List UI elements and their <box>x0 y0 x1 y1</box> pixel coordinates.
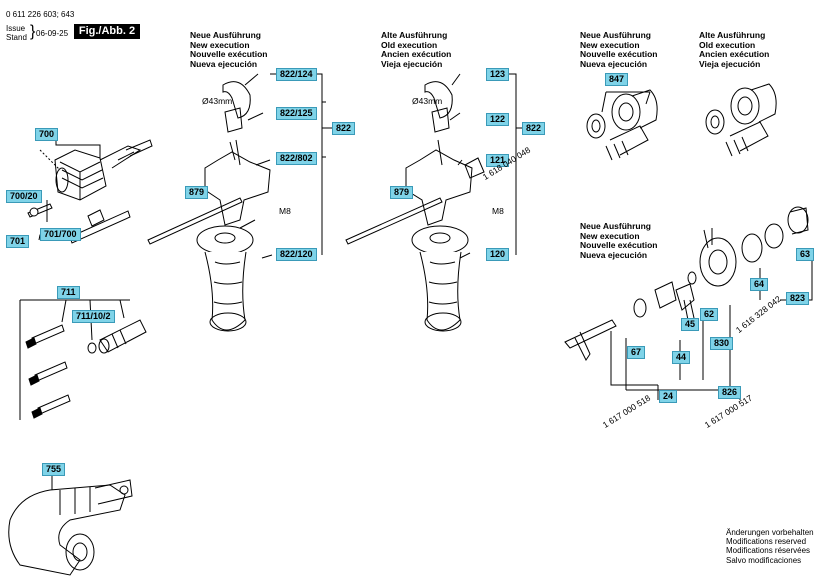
part-label-822-a: 822 <box>332 122 356 135</box>
diameter-label-a: Ø43mm <box>202 96 233 106</box>
part-label-24: 24 <box>659 390 678 403</box>
side-handle-new-drawing <box>147 81 271 332</box>
gear-assembly-drawing <box>564 206 809 361</box>
part-label-830: 830 <box>710 337 734 350</box>
part-label-755: 755 <box>42 463 66 476</box>
part-label-879-b: 879 <box>390 186 414 199</box>
issue-date: 06-09-25 <box>36 29 69 38</box>
drill-chuck-drawing <box>27 139 153 244</box>
part-label-711: 711 <box>57 286 80 299</box>
screwdriver-bits-drawing <box>25 319 147 419</box>
stand-label: Stand <box>6 33 27 42</box>
part-label-847: 847 <box>605 73 629 86</box>
thread-label-m8-a: M8 <box>279 206 291 216</box>
part-label-64: 64 <box>750 278 769 291</box>
thread-label-m8-b: M8 <box>492 206 504 216</box>
part-label-822-120: 822/120 <box>276 248 317 261</box>
part-label-822-124: 822/124 <box>276 68 317 81</box>
part-label-45: 45 <box>681 318 700 331</box>
issue-label: Issue <box>6 24 26 33</box>
brace: } <box>30 23 36 40</box>
part-label-700: 700 <box>35 128 59 141</box>
part-label-822-802: 822/802 <box>276 152 317 165</box>
part-label-67: 67 <box>627 346 646 359</box>
part-label-701-700: 701/700 <box>40 228 81 241</box>
doc-number: 0 611 226 603; 643 <box>6 10 75 19</box>
part-label-822-125: 822/125 <box>276 107 317 120</box>
part-label-826: 826 <box>718 386 742 399</box>
side-handle-old-drawing <box>345 81 485 332</box>
diameter-label-b: Ø43mm <box>412 96 443 106</box>
part-label-711-10-2: 711/10/2 <box>72 310 115 323</box>
part-label-701: 701 <box>6 235 30 248</box>
part-label-63: 63 <box>796 248 815 261</box>
part-label-121: 121 <box>486 154 510 167</box>
angle-attachment-drawing <box>8 479 133 576</box>
part-label-62: 62 <box>700 308 719 321</box>
adapter-new-drawing <box>586 89 658 161</box>
figure-badge: Fig./Abb. 2 <box>74 24 140 39</box>
part-label-822-b: 822 <box>522 122 546 135</box>
part-label-120: 120 <box>486 248 510 261</box>
part-label-122: 122 <box>486 113 510 126</box>
part-label-700-20: 700/20 <box>6 190 42 203</box>
part-label-123: 123 <box>486 68 510 81</box>
part-label-879-a: 879 <box>185 186 209 199</box>
adapter-old-drawing <box>705 83 777 157</box>
part-label-44: 44 <box>672 351 691 364</box>
part-label-823: 823 <box>786 292 810 305</box>
footer-note: Änderungen vorbehalten Modifications res… <box>726 528 814 565</box>
